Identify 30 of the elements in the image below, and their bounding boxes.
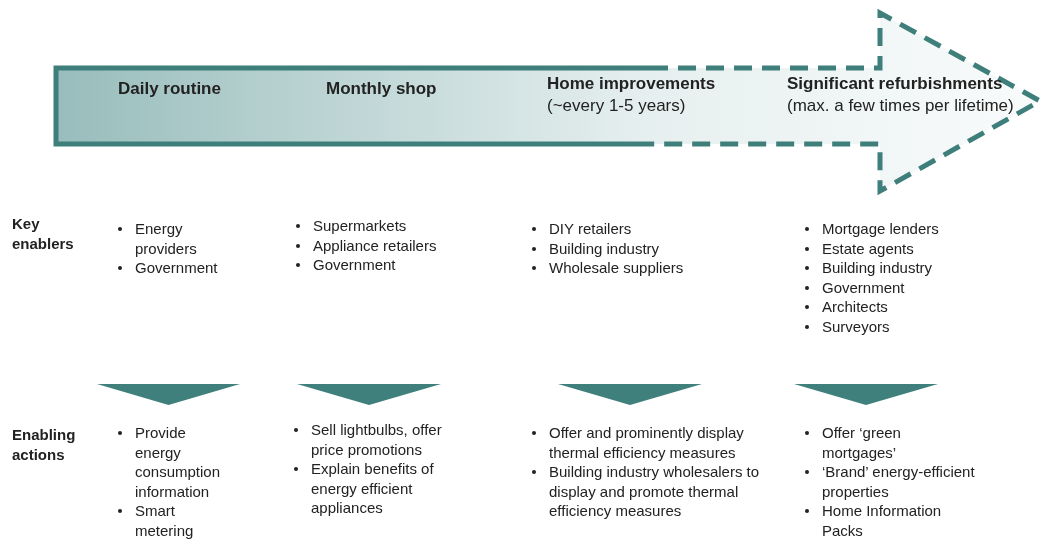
list-item: Wholesale suppliers xyxy=(549,259,684,276)
list-item: Building industry xyxy=(549,239,660,257)
list-item: Home Information Packs xyxy=(822,502,942,539)
list-item: Building industry wholesalers to display and promote thermal efficiency measures xyxy=(549,463,760,519)
list-item: Government xyxy=(135,259,218,276)
list-item: Appliance retailers xyxy=(313,236,437,254)
list-item: Building industry xyxy=(822,259,933,276)
list-item: Provide energy consumption information xyxy=(135,424,221,500)
row-heading: Key enablers xyxy=(12,214,75,254)
list-item: Sell lightbulbs, offer price promotions xyxy=(311,421,442,458)
list-item: Estate agents xyxy=(822,239,914,257)
list-item: Energy providers xyxy=(135,220,197,257)
list-item: Government xyxy=(822,278,905,296)
list-item: Mortgage lenders xyxy=(822,220,939,237)
list-item: Offer and prominently display thermal efficiency measures xyxy=(549,424,744,461)
list-item: Supermarkets xyxy=(313,217,407,234)
list-item: Offer ‘green mortgages’ xyxy=(822,424,901,461)
list-item: Government xyxy=(313,256,396,273)
list-item: DIY retailers xyxy=(549,220,632,237)
stage-heading: Home improvements (~every 1-5 years) xyxy=(547,73,717,117)
list-item: Architects xyxy=(822,298,888,315)
stage-heading: Monthly shop xyxy=(326,78,438,100)
row-heading: Enabling actions xyxy=(12,425,77,465)
timeline-arrow xyxy=(52,10,1043,194)
list-item: Surveyors xyxy=(822,317,890,335)
stage-heading: Significant refurbishments (max. a few times per lifetime) xyxy=(787,73,1015,117)
list-item: ‘Brand’ energy-efficient properties xyxy=(822,463,975,500)
list-item: Smart metering xyxy=(135,502,194,539)
stage-heading: Daily routine xyxy=(118,78,222,100)
list-item: Explain benefits of energy efficient appliances xyxy=(311,460,434,516)
